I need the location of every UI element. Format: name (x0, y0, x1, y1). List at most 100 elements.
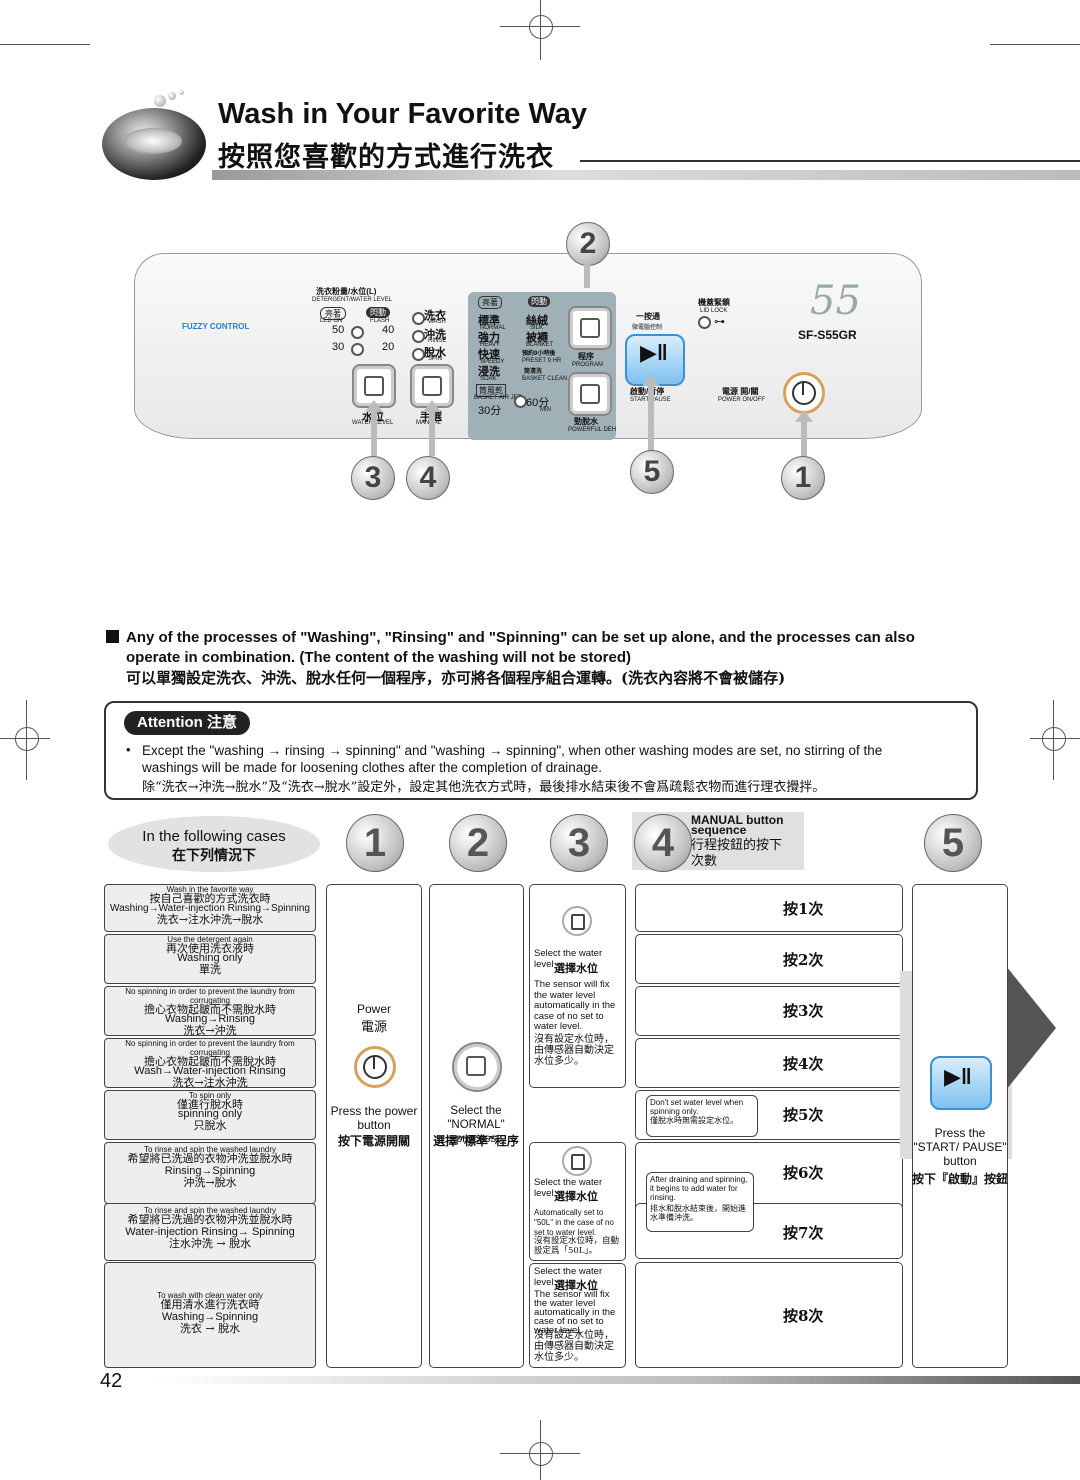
play-pause-icon: ▶‖ (944, 1064, 972, 1089)
case-process-en: spinning only (177, 1108, 243, 1120)
program-heavy: 強力 (478, 332, 500, 344)
water-level-icon (562, 1146, 592, 1176)
press-cell (635, 934, 903, 984)
press-count: 按1次 (783, 900, 824, 918)
case-row: To rinse and spin the washed laundry 希望將… (104, 1142, 316, 1204)
note-zh: 可以單獨設定洗衣、沖洗、脫水任何一個程序，亦可將各個程序組合運轉。(洗衣內容將不… (126, 669, 786, 687)
program-preset: 預約9小時後 (522, 351, 556, 357)
case-row: No spinning in order to prevent the laun… (104, 1038, 316, 1088)
water-text-en: Automatically set to "50L" in the case o… (534, 1208, 614, 1237)
case-process-en: Wash→Water-injection Rinsing (134, 1065, 286, 1077)
page-number: 42 (100, 1370, 123, 1392)
manual-label-en: MANUAL (416, 420, 441, 426)
water-text-en: The sensor will fix the water level auto… (534, 1289, 616, 1336)
crop-mark (1042, 727, 1066, 751)
power-label-en: POWER ON/OFF (718, 397, 765, 403)
callout-1: 1 (781, 456, 825, 500)
spin-label-en: SPIN (428, 356, 443, 362)
following-cases-label: In the following cases 在下列情況下 (108, 816, 320, 872)
case-process-zh: 只脫水 (193, 1119, 227, 1132)
air-jet-label-en: BASKET AIR JET (474, 395, 522, 401)
case-process-zh: 洗衣→注水沖洗→脫水 (156, 913, 264, 926)
start-pause-icon (930, 1056, 992, 1110)
callout-arrow (648, 384, 654, 456)
case-process-en: Washing only (177, 952, 243, 964)
crop-mark (529, 15, 553, 39)
case-desc-en: Use the detergent again (167, 935, 253, 944)
attention-zh: 除“洗衣→沖洗→脫水”及“洗衣→脫水”設定外，設定其他洗衣方式時，最後排水結束後… (142, 780, 826, 795)
press-cell (635, 986, 903, 1036)
case-desc-en: To wash with clean water only (157, 1291, 263, 1300)
arrow-right-icon (1006, 966, 1056, 1090)
normal-column (429, 884, 524, 1368)
lid-lock-label-en: LID LOCK (700, 308, 728, 314)
following-zh: 在下列情況下 (172, 848, 256, 864)
step-3-icon: 3 (550, 814, 608, 872)
case-row: To rinse and spin the washed laundry 希望將… (104, 1203, 316, 1261)
case-desc-en: To spin only (188, 1091, 232, 1100)
spin-label: 脫水 (424, 347, 446, 359)
program-silk-en: SILK (530, 325, 544, 331)
step-4-icon: 4 (634, 814, 692, 872)
callout-arrow-head (423, 400, 441, 412)
wash-indicator (412, 312, 425, 325)
level-20: 20 (382, 341, 395, 353)
rinse-label-en: RINSE (428, 338, 447, 344)
manual-icon (422, 376, 442, 396)
press-count: 按8次 (783, 1307, 824, 1325)
powerful-dry-button[interactable] (568, 372, 612, 416)
press-count: 按2次 (783, 951, 824, 969)
callout-text-en: After draining and spinning, it begins t… (650, 1175, 748, 1202)
press-count: 按7次 (783, 1224, 824, 1242)
water-text-zh: 沒有設定水位時，自動設定爲「50L」。 (534, 1236, 620, 1256)
start-column (912, 884, 1008, 1368)
powerful-dry-label: 勁脫水 (574, 417, 598, 426)
case-process-en: Water-injection Rinsing→ Spinning (125, 1226, 295, 1238)
callout-arrow-head (795, 410, 813, 422)
program-blanket: 被褥 (526, 332, 548, 344)
case-desc-zh: 僅進行脫水時 (177, 1098, 243, 1111)
lid-lock-indicator (698, 316, 711, 329)
case-row: Wash in the favorite way 按自己喜歡的方式洗衣時 Was… (104, 884, 316, 932)
air-jet-label: 筒風乾 (476, 384, 506, 397)
callout-text-zh: 排水和脫水結束後，開始進水準備沖洗。 (650, 1204, 746, 1222)
power-title-en: Power (356, 1002, 391, 1016)
callout-text-en: Don't set water level when spinning only… (650, 1098, 744, 1116)
power-button[interactable] (783, 372, 825, 414)
rinse-label: 沖洗 (424, 329, 446, 341)
bubble-icon (168, 92, 176, 100)
attention-label: Attention 注意 (124, 711, 250, 735)
callout-no-water-level: Don't set water level when spinning only… (646, 1095, 758, 1137)
program-label: 程序 (578, 352, 594, 361)
callout-arrow-head (365, 400, 383, 412)
rinse-indicator (412, 330, 425, 343)
case-process-en: Washing→Spinning (161, 1311, 259, 1323)
normal-text-zh: 選擇“標準”程序 (433, 1134, 519, 1148)
water-title-zh: 選擇水位 (554, 1279, 598, 1292)
attention-en: Except the "washing → rinsing → spinning… (142, 743, 883, 775)
bubble-icon (154, 95, 166, 107)
air-jet-60: 60分 (526, 397, 550, 409)
attention-box (104, 701, 978, 800)
power-icon (354, 1046, 396, 1088)
callout-arrow (584, 264, 590, 288)
program-glyph (466, 1056, 486, 1076)
power-column (326, 884, 422, 1368)
manual-button[interactable] (410, 364, 454, 408)
bubble-icon (179, 90, 184, 95)
led-on-label: 亮著 (320, 307, 346, 320)
air-jet-30: 30分 (478, 405, 502, 417)
note-en: Any of the processes of "Washing", "Rins… (126, 629, 915, 666)
case-process-en: Rinsing→Spinning (164, 1165, 256, 1177)
program-preset-en: PRESET 9 HR (522, 358, 562, 364)
crop-mark (0, 44, 90, 45)
detergent-label-en: DETERGENT/WATER LEVEL (312, 297, 393, 303)
step-1-icon: 1 (346, 814, 404, 872)
case-process-zh: 注水沖洗 → 脫水 (168, 1237, 252, 1250)
case-row: To spin only 僅進行脫水時 spinning only 只脫水 (104, 1090, 316, 1140)
press-count: 按4次 (783, 1055, 824, 1073)
normal-text-en: Select the "NORMAL" process (447, 1105, 505, 1145)
program-button[interactable] (568, 306, 612, 350)
powerful-dry-icon (580, 384, 600, 404)
level-50: 50 (332, 324, 345, 336)
